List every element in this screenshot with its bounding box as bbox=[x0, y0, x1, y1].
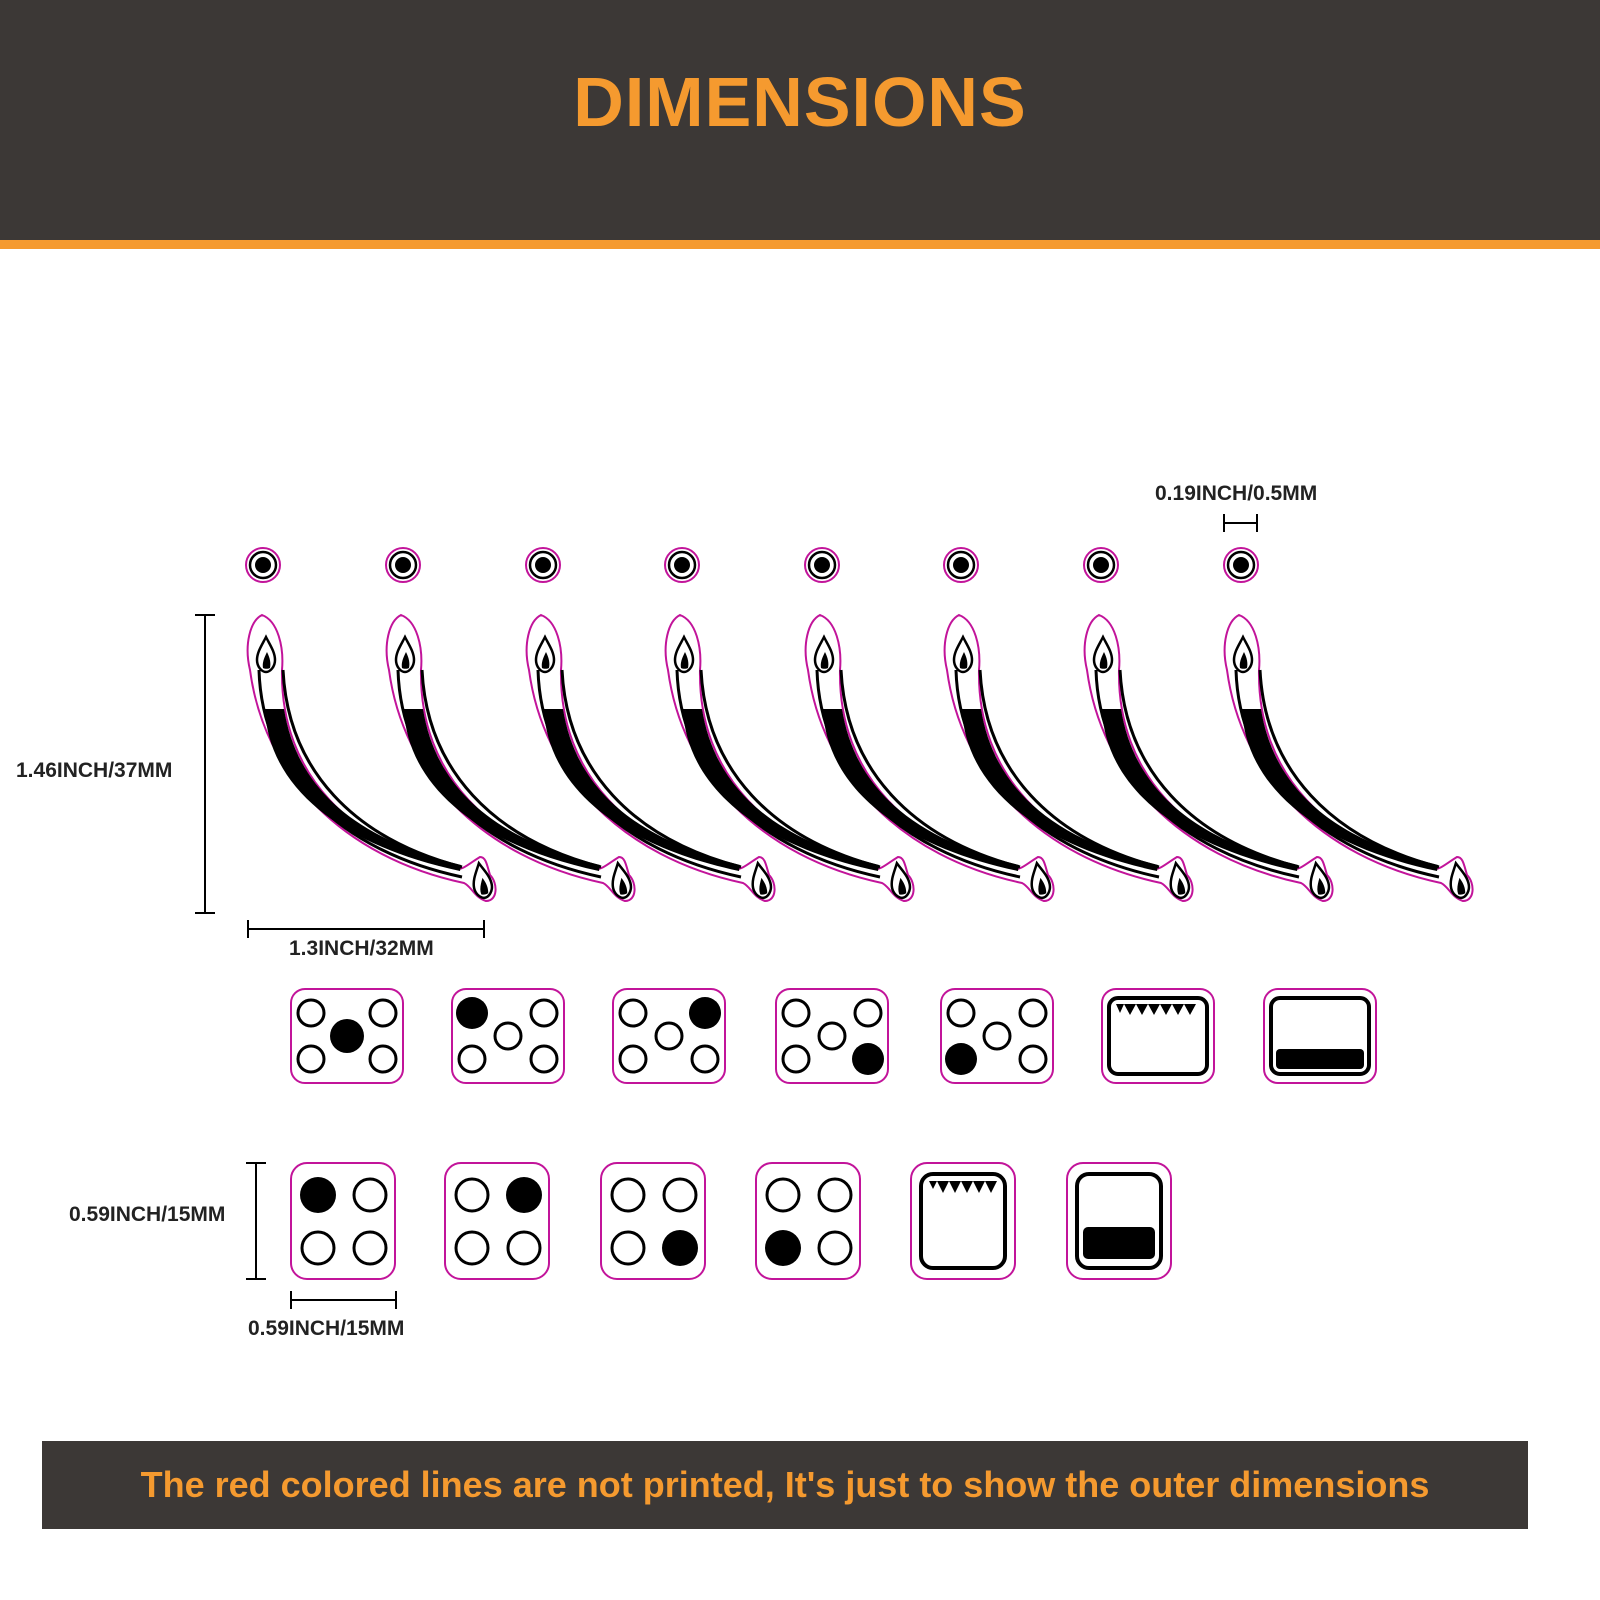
burner-bottom-right-sticker bbox=[775, 988, 889, 1084]
lighter-sticker-row bbox=[248, 615, 1473, 901]
burner-top-left-sticker bbox=[451, 988, 565, 1084]
burner-top-right-square-sticker bbox=[444, 1162, 550, 1280]
header-accent-line bbox=[0, 240, 1600, 249]
square-sticker-row bbox=[290, 1162, 1172, 1280]
burner-bottom-left-square-sticker bbox=[755, 1162, 861, 1280]
dot-sticker-row bbox=[244, 546, 1260, 584]
dot-sticker bbox=[524, 546, 562, 584]
lighter-height-label: 1.46INCH/37MM bbox=[16, 759, 173, 782]
burner-center-sticker bbox=[290, 988, 404, 1084]
burner-top-left-square-sticker bbox=[290, 1162, 396, 1280]
lighter-sticker bbox=[248, 615, 496, 901]
dot-width-label: 0.19INCH/0.5MM bbox=[1155, 482, 1318, 505]
lighter-height-dimension-line bbox=[195, 614, 215, 914]
dot-sticker bbox=[803, 546, 841, 584]
lighter-width-label: 1.3INCH/32MM bbox=[289, 937, 434, 960]
dot-sticker bbox=[663, 546, 701, 584]
oven-grill-sticker bbox=[1101, 988, 1215, 1084]
dot-sticker bbox=[1082, 546, 1120, 584]
header-banner bbox=[0, 0, 1600, 240]
lighter-width-dimension-line bbox=[247, 920, 485, 938]
dot-sticker bbox=[384, 546, 422, 584]
oven-bottom-heat-square-sticker bbox=[1066, 1162, 1172, 1280]
rect-sticker-row bbox=[290, 988, 1377, 1084]
dot-width-dimension-line bbox=[1223, 514, 1258, 532]
burner-top-right-sticker bbox=[612, 988, 726, 1084]
square-height-dimension-line bbox=[246, 1162, 266, 1280]
burner-bottom-left-sticker bbox=[940, 988, 1054, 1084]
footer-banner: The red colored lines are not printed, I… bbox=[42, 1441, 1528, 1529]
dot-sticker bbox=[942, 546, 980, 584]
page-title: DIMENSIONS bbox=[573, 63, 1027, 141]
square-height-label: 0.59INCH/15MM bbox=[69, 1203, 226, 1226]
oven-grill-square-sticker bbox=[910, 1162, 1016, 1280]
dot-sticker bbox=[1222, 546, 1260, 584]
oven-bottom-heat-sticker bbox=[1263, 988, 1377, 1084]
burner-bottom-right-square-sticker bbox=[600, 1162, 706, 1280]
dot-sticker bbox=[244, 546, 282, 584]
footer-note: The red colored lines are not printed, I… bbox=[140, 1464, 1430, 1505]
square-width-label: 0.59INCH/15MM bbox=[248, 1317, 405, 1340]
square-width-dimension-line bbox=[290, 1291, 397, 1309]
